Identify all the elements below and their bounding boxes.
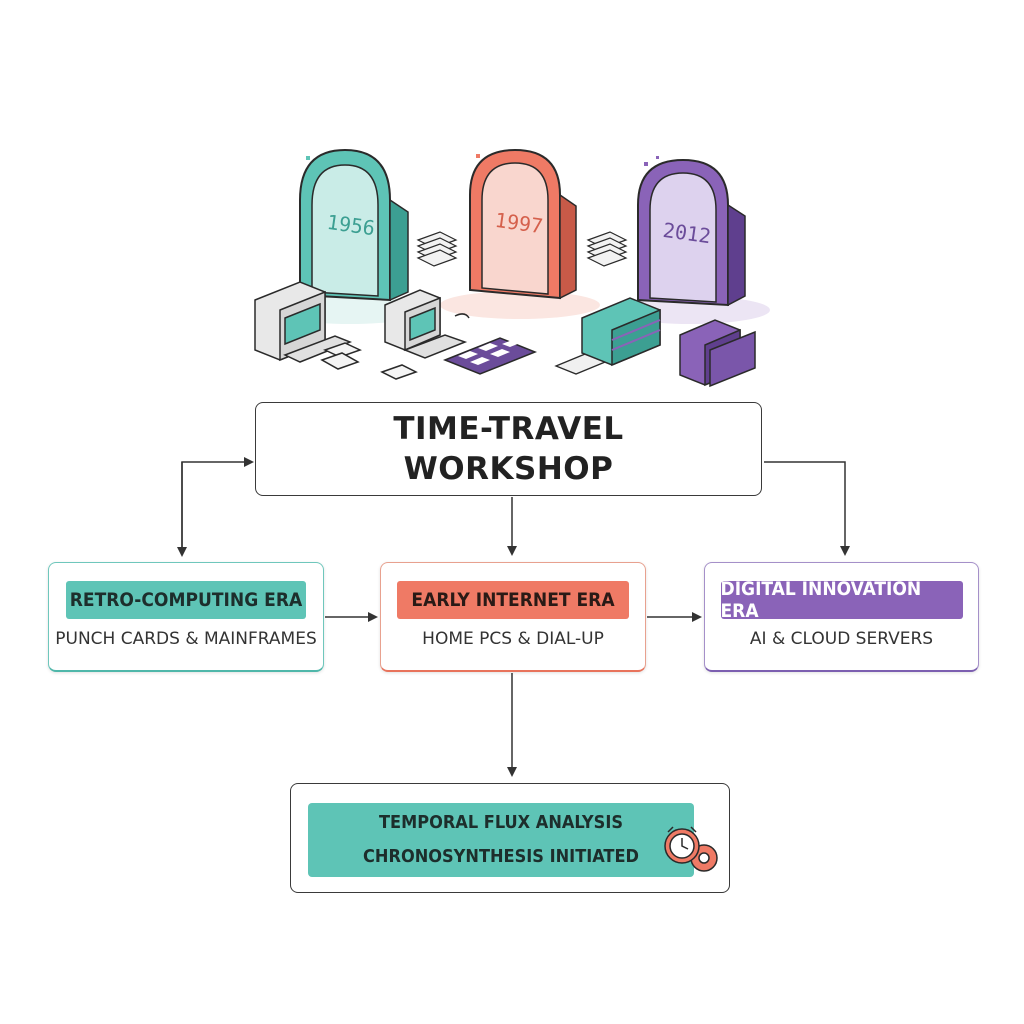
punch-card-stack-icon <box>416 231 458 267</box>
clock-gear-icon <box>664 826 718 872</box>
era-sub-retro-computing: PUNCH CARDS & MAINFRAMES <box>55 629 317 649</box>
workshop-title: TIME-TRAVEL WORKSHOP <box>393 411 624 487</box>
server-rack-icon <box>581 297 661 367</box>
portal-1997: 1997 <box>469 148 577 300</box>
era-illustration: 1956 1997 2012 <box>254 148 770 388</box>
disk-stack-icon <box>586 231 628 267</box>
era-label-retro-computing: RETRO-COMPUTING ERA <box>66 581 306 619</box>
flux-analysis-box: TEMPORAL FLUX ANALYSIS CHRONOSYNTHESIS I… <box>290 783 730 893</box>
era-sub-early-internet: HOME PCS & DIAL-UP <box>422 629 604 649</box>
portal-2012: 2012 <box>637 158 746 307</box>
flux-analysis-line1: TEMPORAL FLUX ANALYSIS <box>378 812 624 833</box>
home-pc-icon <box>380 289 470 380</box>
mainframe-computer-icon <box>254 281 362 370</box>
workshop-title-box: TIME-TRAVEL WORKSHOP <box>255 402 762 496</box>
era-label-digital-innovation: DIGITAL INNOVATION ERA <box>720 578 963 622</box>
era-box-early-internet: EARLY INTERNET ERA HOME PCS & DIAL-UP <box>380 562 646 672</box>
circuit-board-icon <box>442 337 538 375</box>
era-label-early-internet: EARLY INTERNET ERA <box>397 581 629 619</box>
cloud-server-icon <box>679 319 756 388</box>
flux-analysis-line2: CHRONOSYNTHESIS INITIATED <box>363 846 639 867</box>
era-box-digital-innovation: DIGITAL INNOVATION ERA AI & CLOUD SERVER… <box>704 562 979 672</box>
era-box-retro-computing: RETRO-COMPUTING ERA PUNCH CARDS & MAINFR… <box>48 562 324 672</box>
flux-analysis-panel: TEMPORAL FLUX ANALYSIS CHRONOSYNTHESIS I… <box>308 803 694 877</box>
era-sub-digital-innovation: AI & CLOUD SERVERS <box>749 629 934 649</box>
portal-1956: 1956 <box>299 148 409 302</box>
